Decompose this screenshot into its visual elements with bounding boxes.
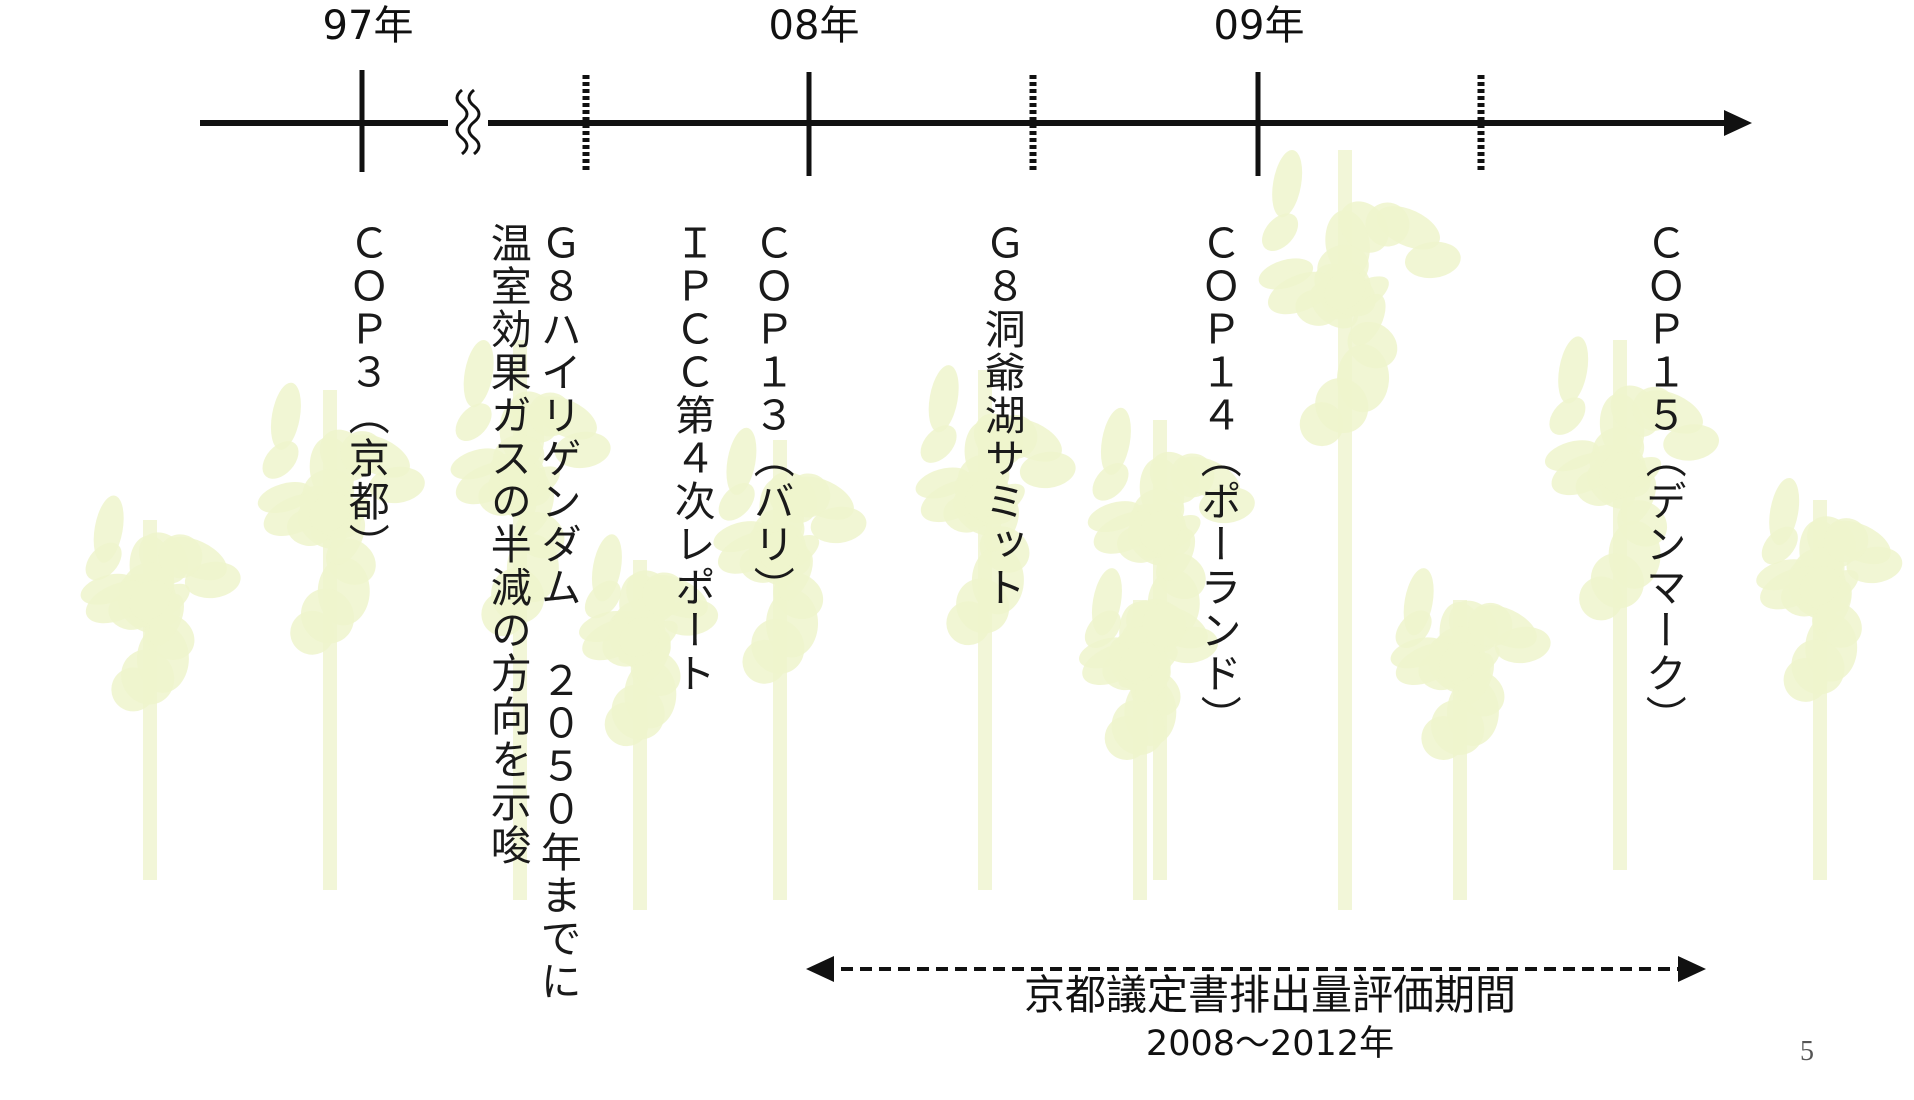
period-years: 2008～2012年 xyxy=(1145,1024,1395,1064)
event-cop3: ＣＯＰ３（京都） xyxy=(341,222,390,566)
event-g8-heiligendamm-line2: 温室効果ガスの半減の方向を示唆 xyxy=(483,222,532,867)
year-label-09: 09年 xyxy=(1213,3,1305,49)
arrow-head-icon xyxy=(1724,110,1752,136)
tree-silhouette-icon xyxy=(450,340,611,900)
tree-silhouette-icon xyxy=(1544,336,1720,870)
page-number: 5 xyxy=(1800,1036,1814,1067)
wavy-break-icon xyxy=(448,86,488,160)
tree-silhouette-icon xyxy=(257,382,425,890)
event-g8-heiligendamm: Ｇ８ハイリゲンダム ２０５０年までに xyxy=(533,222,582,1003)
tree-silhouette-icon xyxy=(1087,407,1255,880)
event-cop15: ＣＯＰ１５（デンマーク） xyxy=(1638,222,1687,738)
tree-silhouette-icon xyxy=(1756,477,1903,880)
event-cop13: ＣＯＰ１３（バリ） xyxy=(746,222,795,609)
tree-silhouette-icon xyxy=(1079,568,1219,900)
tree-silhouette-icon xyxy=(579,534,719,910)
event-cop14: ＣＯＰ１４（ポーランド） xyxy=(1193,222,1242,738)
event-g8-toyako: Ｇ８洞爺湖サミット xyxy=(977,222,1026,609)
period-double-arrow xyxy=(806,956,1706,982)
tree-silhouette-icon xyxy=(80,495,241,880)
year-label-97: 97年 xyxy=(322,3,414,49)
tree-silhouette-icon xyxy=(1390,568,1551,900)
event-ipcc: ＩＰＣＣ第４次レポート xyxy=(667,222,716,695)
period-title: 京都議定書排出量評価期間 xyxy=(1024,971,1516,1019)
tree-silhouette-icon xyxy=(713,427,867,900)
tree-silhouette-icon xyxy=(915,365,1076,890)
tree-silhouette-icon xyxy=(1258,150,1461,910)
year-label-08: 08年 xyxy=(768,3,860,49)
